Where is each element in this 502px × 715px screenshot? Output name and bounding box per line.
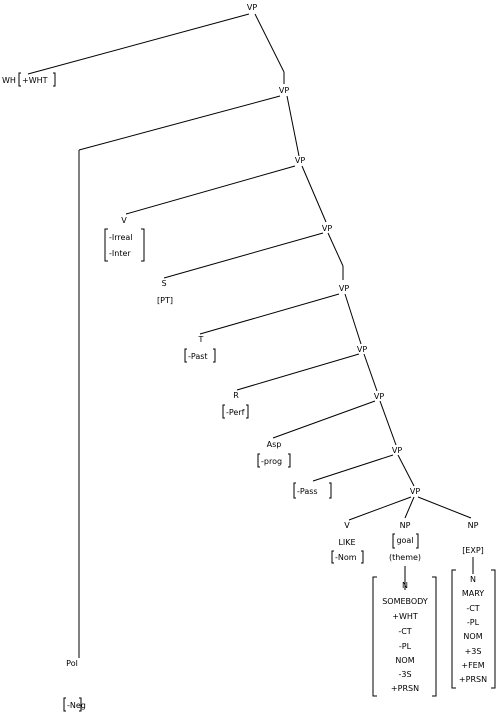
np-subject-feature-2: MARY: [462, 589, 484, 598]
np-subject-feature-5: NOM: [463, 632, 482, 641]
np-subject-label: NP: [468, 521, 479, 530]
feature-brackets: [18, 72, 496, 712]
np2-features-bracket: [451, 569, 496, 689]
np-subject-feature-7: +FEM: [461, 661, 484, 670]
np-object-feature-4: -CT: [398, 627, 411, 636]
vp-8-label: VP: [392, 446, 402, 455]
np-subject-feature-6: +3S: [465, 647, 482, 656]
pass-bracket: [293, 482, 332, 499]
s-label: S: [161, 279, 166, 288]
vp-5-label: VP: [339, 284, 349, 293]
vp-6-label: VP: [357, 345, 367, 354]
edge-vp9-v: [348, 496, 412, 521]
np-object-feature-5: -PL: [399, 642, 412, 651]
np-subject-role: [EXP]: [462, 546, 484, 555]
edge-vp6-r: [236, 353, 360, 391]
v-main-bracket: [331, 550, 364, 564]
r-label: R: [233, 391, 239, 400]
v-main-word: LIKE: [338, 538, 355, 547]
wh-bracket: [18, 72, 56, 87]
np1-features-bracket: [372, 576, 437, 697]
vp-top-label: VP: [247, 3, 257, 12]
edge-vp1-vp2: [254, 13, 285, 73]
vp-7-label: VP: [374, 392, 384, 401]
np-object-feature-2: SOMEBODY: [382, 597, 428, 606]
t-bracket: [184, 348, 216, 363]
np-subject-feature-1: N: [470, 575, 476, 584]
np-subject-feature-4: -PL: [467, 618, 480, 627]
v-mood-feature-2: -Inter: [109, 249, 131, 258]
edge-vp5-t: [199, 293, 340, 335]
np-object-label: NP: [400, 521, 411, 530]
pol-feature: -Neg: [67, 701, 86, 710]
edge-vp4-vp5: [327, 232, 344, 267]
edge-vp5-vp6: [344, 293, 362, 345]
np-subject-feature-8: +PRSN: [459, 675, 487, 684]
wh-label: WH: [2, 76, 16, 85]
edge-vp3-v: [125, 165, 296, 215]
np-object-feature-1: N: [402, 581, 408, 590]
edge-vp1-wh: [27, 13, 250, 75]
r-feature: -Perf: [226, 408, 245, 417]
edge-vp7-vp8: [379, 400, 397, 446]
np1-role-bracket: [392, 533, 419, 549]
v-mood-feature-1: -Irreal: [109, 233, 133, 242]
edge-vp2-vp3: [286, 95, 300, 157]
asp-bracket: [257, 453, 291, 468]
np-object-feature-7: -3S: [398, 670, 411, 679]
vp-9-label: VP: [410, 487, 420, 496]
t-feature: -Past: [188, 352, 208, 361]
vp-3-label: VP: [295, 156, 305, 165]
edge-vp9-np2: [417, 496, 472, 519]
np-object-role-1: goal: [396, 536, 413, 545]
wh-feature: +WHT: [22, 76, 48, 85]
s-feature: [PT]: [157, 296, 173, 305]
vp-4-label: VP: [322, 224, 332, 233]
v-main-label: V: [344, 521, 350, 530]
asp-feature: -prog: [261, 457, 282, 466]
node-labels: VP WH +WHT VP Pol -Neg VP V -Irreal -Int…: [2, 3, 487, 710]
np-object-role-2: (theme): [389, 553, 421, 562]
np-object-feature-3: +WHT: [392, 612, 418, 621]
tree-edges: [27, 13, 474, 658]
np-object-feature-8: +PRSN: [391, 684, 419, 693]
edge-vp6-vp7: [363, 353, 378, 392]
np-object-feature-6: NOM: [395, 656, 414, 665]
edge-vp2-pol: [78, 95, 281, 151]
edge-vp8-pass: [312, 454, 394, 482]
np-subject-feature-3: -CT: [466, 604, 479, 613]
vp-2-label: VP: [279, 86, 289, 95]
r-bracket: [222, 404, 249, 419]
t-label: T: [198, 335, 204, 344]
pol-bracket: [63, 697, 82, 712]
v-main-feature: -Nom: [335, 553, 357, 562]
edge-vp7-asp: [272, 400, 376, 439]
edge-vp8-vp9: [397, 454, 415, 487]
v-mood-label: V: [121, 216, 127, 225]
pass-label: -Pass: [297, 487, 318, 496]
edge-vp9-np1: [404, 496, 415, 519]
v-mood-bracket: [104, 228, 145, 262]
edge-vp3-vp4: [301, 165, 327, 223]
pol-label: Pol: [66, 659, 78, 668]
asp-label: Asp: [267, 440, 282, 449]
edge-vp4-s: [163, 232, 324, 279]
